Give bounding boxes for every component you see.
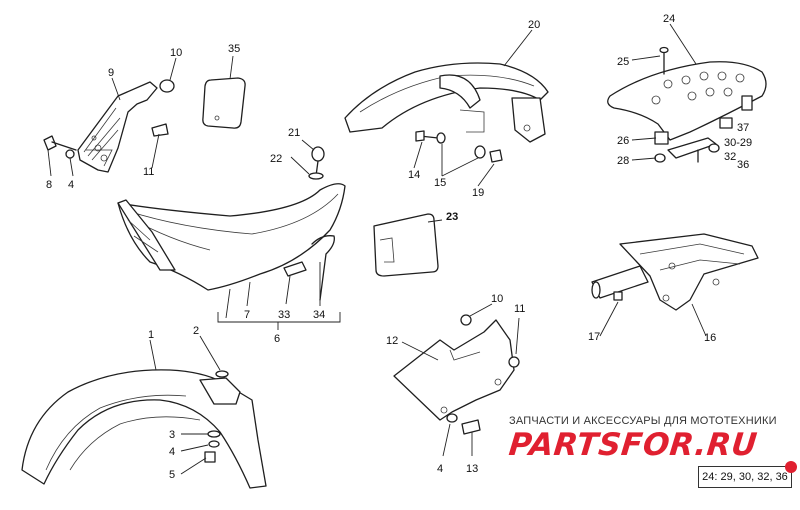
label-12: 12 (386, 335, 398, 347)
label-36: 36 (737, 159, 749, 171)
label-24: 24 (663, 13, 675, 25)
corner-dot-icon (785, 461, 797, 473)
part-35-plate-sticker (202, 55, 246, 129)
part-16-subframe (619, 233, 759, 337)
label-2: 2 (193, 325, 199, 337)
label-3: 3 (169, 429, 175, 441)
label-5: 5 (169, 469, 175, 481)
label-9: 9 (108, 67, 114, 79)
part-20-rear-fender (344, 29, 549, 143)
watermark-logo: PARTSFOR.RU (507, 427, 760, 463)
label-30-29: 30-29 (724, 137, 752, 149)
label-7: 7 (244, 309, 250, 321)
part-2-3-4-5-fasteners (180, 335, 229, 475)
part-6-bracket-line (217, 312, 341, 330)
label-4: 4 (437, 463, 443, 475)
part-33-seat-clip (283, 261, 307, 305)
label-14: 14 (408, 169, 420, 181)
label-11: 11 (514, 303, 525, 315)
label-17: 17 (588, 331, 600, 343)
label-26: 26 (617, 135, 629, 147)
label-8: 8 (46, 179, 52, 191)
label-4: 4 (68, 179, 74, 191)
part-23-sticker (373, 213, 443, 277)
label-10: 10 (170, 47, 182, 59)
label-22: 22 (270, 153, 282, 165)
label-16: 16 (704, 332, 716, 344)
part-12-side-panel (393, 319, 515, 421)
part-1-front-fender (21, 339, 267, 489)
label-34: 34 (313, 309, 325, 321)
label-10: 10 (491, 293, 503, 305)
label-25: 25 (617, 56, 629, 68)
label-37: 37 (737, 122, 749, 134)
label-6: 6 (274, 333, 280, 345)
part-17-tube (591, 265, 649, 337)
note-text: 24: 29, 30, 32, 36 (702, 471, 788, 483)
label-19: 19 (472, 187, 484, 199)
label-13: 13 (466, 463, 478, 475)
part-9-side-bracket (43, 57, 177, 177)
part-34-strap (311, 235, 335, 306)
label-28: 28 (617, 155, 629, 167)
part-10-11-4-13-fasteners (442, 303, 520, 457)
note-box: 24: 29, 30, 32, 36 (698, 461, 797, 488)
label-35: 35 (228, 43, 240, 55)
label-4: 4 (169, 446, 175, 458)
label-11: 11 (143, 166, 154, 178)
watermark-tagline: ЗАПЧАСТИ И АКСЕССУАРЫ ДЛЯ МОТОТЕХНИКИ (509, 415, 777, 427)
part-14-15-19-fasteners (413, 130, 503, 187)
label-21: 21 (288, 127, 300, 139)
part-7-seat (117, 183, 346, 319)
part-24-luggage-rack (607, 23, 767, 163)
label-32: 32 (724, 151, 736, 163)
label-15: 15 (434, 177, 446, 189)
label-1: 1 (148, 329, 154, 341)
part-labels: 1 2 3 4 5 4 8 9 10 11 35 21 22 7 33 34 6… (46, 13, 752, 481)
label-20: 20 (528, 19, 540, 31)
label-33: 33 (278, 309, 290, 321)
part-21-22-seat-bolt (290, 139, 325, 180)
label-23: 23 (446, 211, 458, 223)
